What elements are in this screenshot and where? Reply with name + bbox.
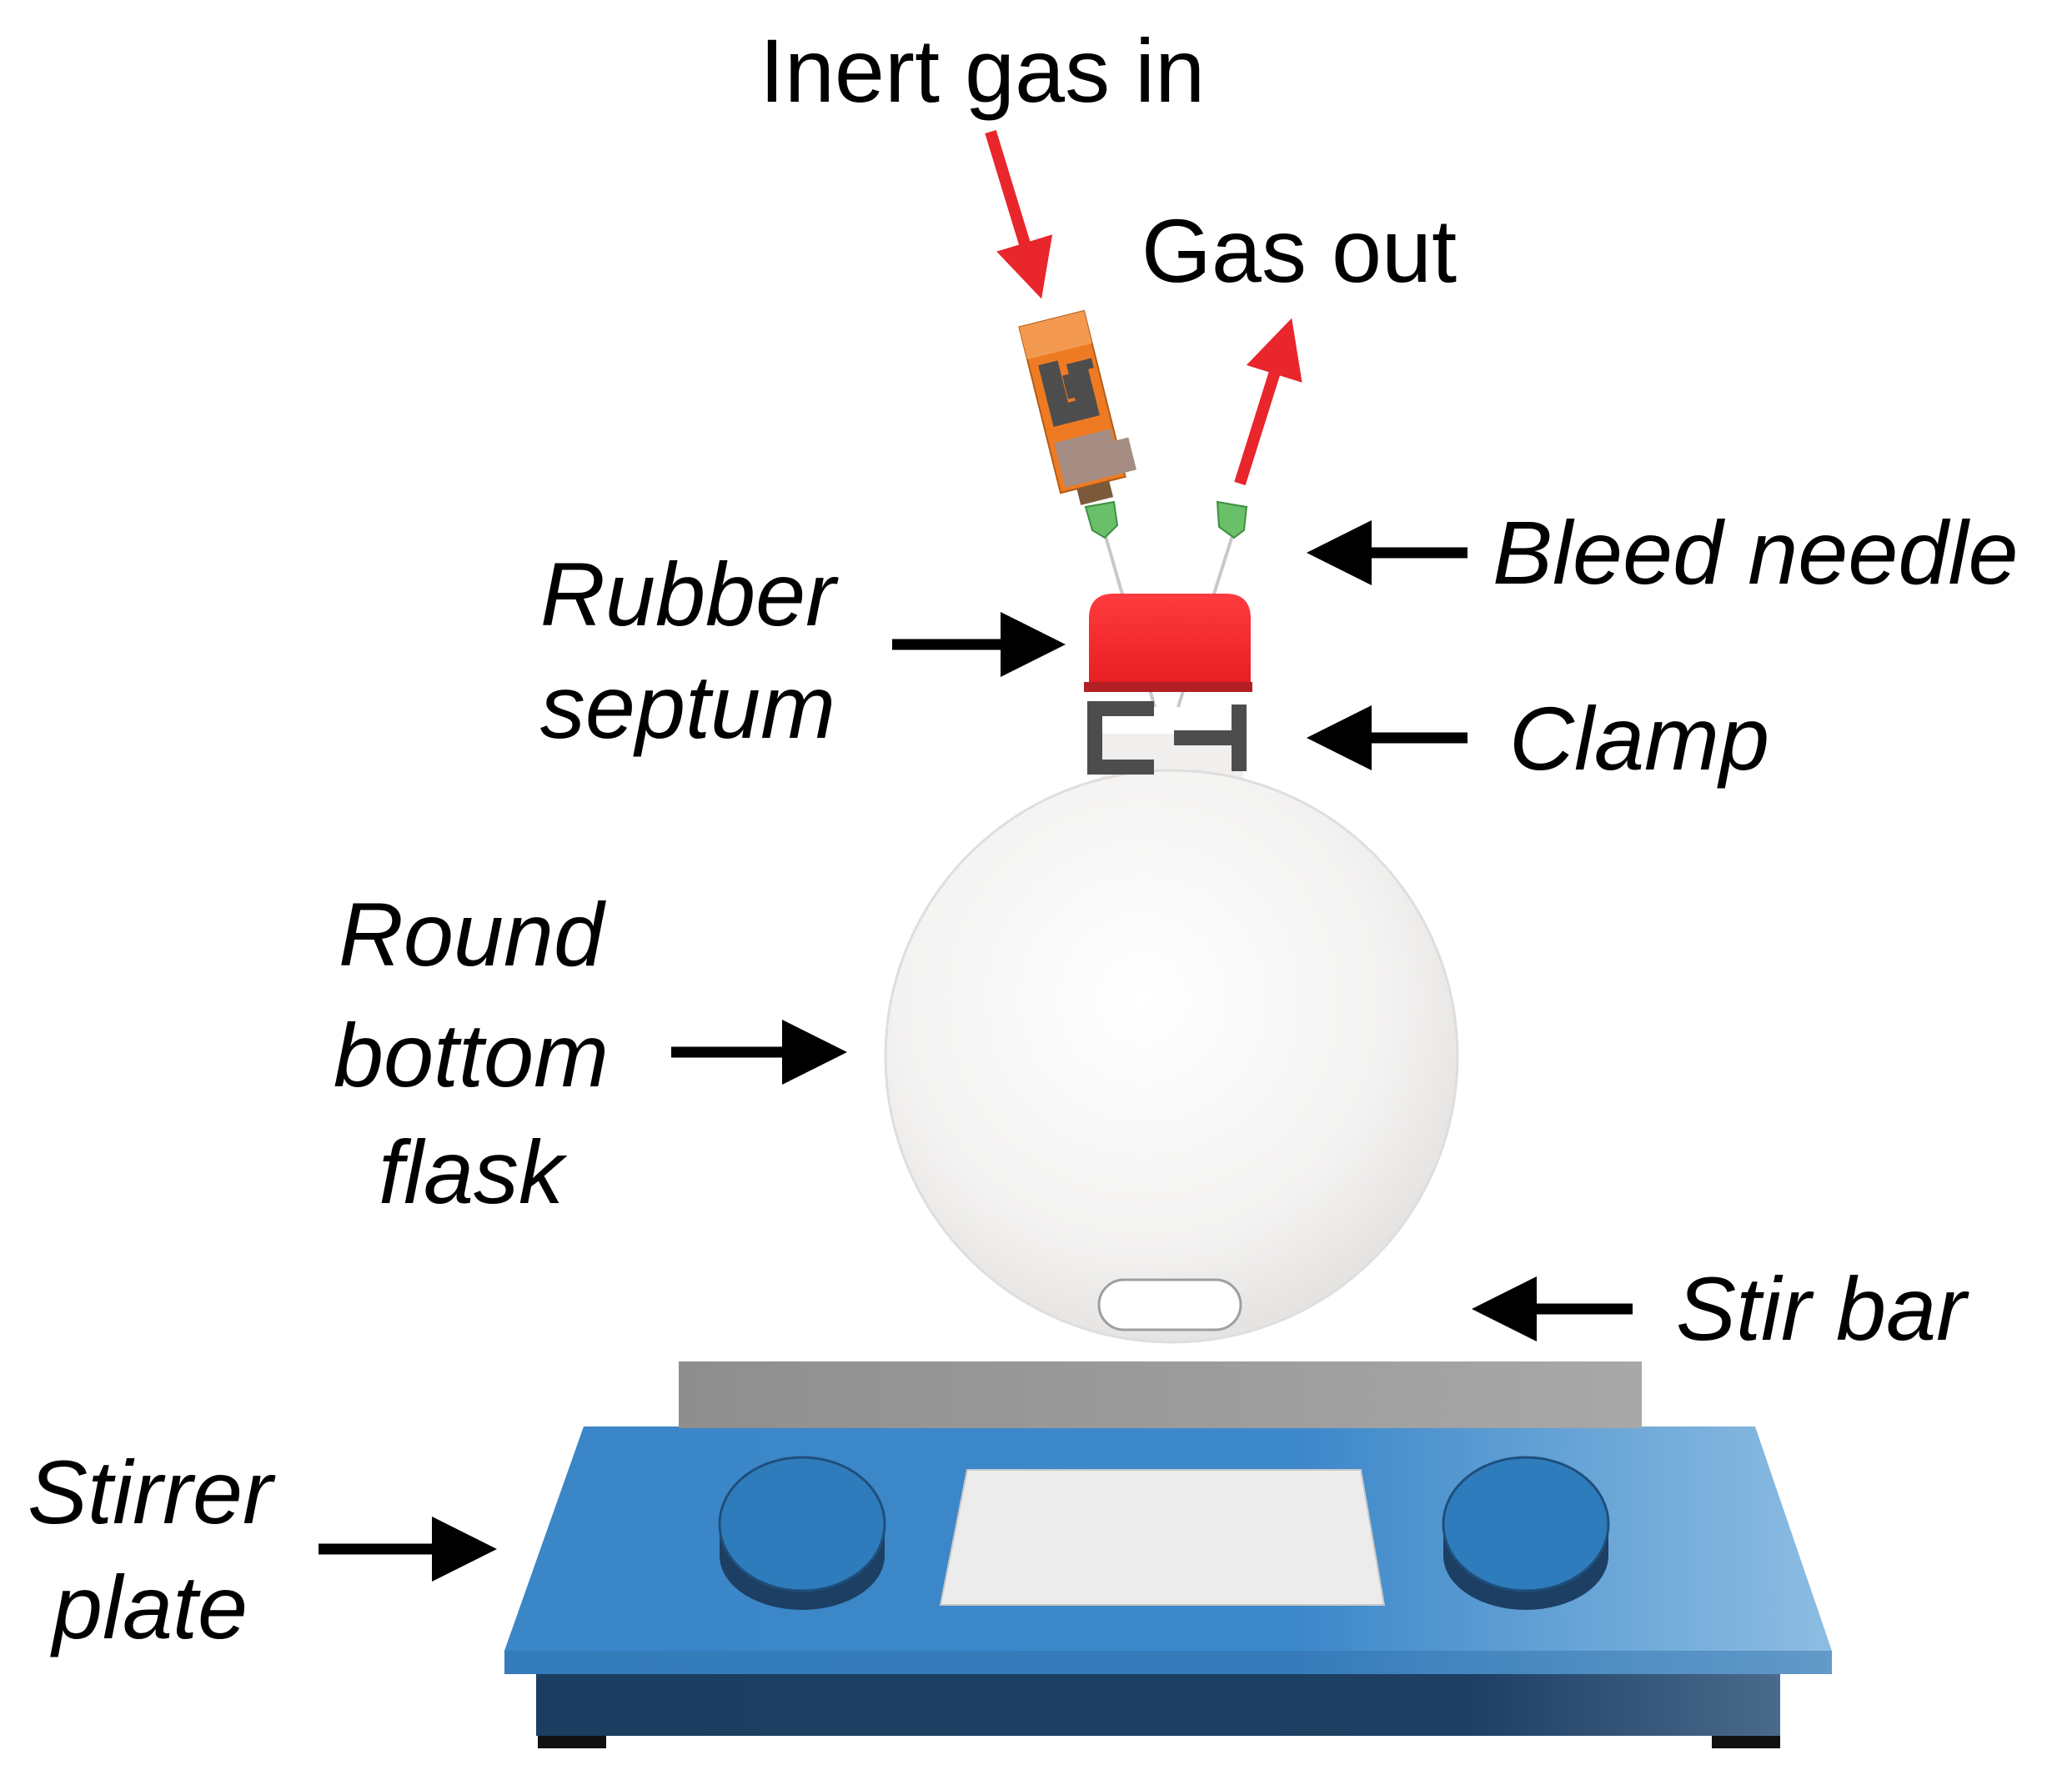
label-inert-gas-in: Inert gas in xyxy=(760,20,1205,121)
syringe-icon xyxy=(1018,309,1136,505)
label-clamp: Clamp xyxy=(1509,688,1769,789)
gas-out-arrow xyxy=(1234,318,1302,486)
hot-plate-surface xyxy=(679,1361,1642,1428)
label-round-bottom-flask-2: bottom xyxy=(334,1005,609,1106)
bleed-needle-hub xyxy=(1216,500,1248,539)
stir-bar-icon xyxy=(1097,1278,1242,1331)
label-round-bottom-flask-3: flask xyxy=(379,1121,568,1222)
plate-display xyxy=(939,1469,1386,1606)
label-stir-bar: Stir bar xyxy=(1676,1258,1969,1359)
plate-base xyxy=(536,1674,1780,1736)
knob-right-icon[interactable] xyxy=(1442,1456,1610,1610)
label-rubber-septum-1: Rubber xyxy=(540,544,839,644)
stirrer-plate xyxy=(504,1427,1832,1748)
label-stirrer-plate-1: Stirrer xyxy=(28,1442,276,1542)
rubber-septum xyxy=(1084,594,1252,692)
clamp-icon xyxy=(1087,701,1247,775)
inlet-needle-hub xyxy=(1084,500,1119,539)
label-rubber-septum-2: septum xyxy=(540,656,835,757)
label-bleed-needle: Bleed needle xyxy=(1493,502,2019,603)
label-stirrer-plate-2: plate xyxy=(50,1557,248,1657)
round-bottom-flask xyxy=(884,734,1459,1344)
knob-left-icon[interactable] xyxy=(718,1456,886,1610)
label-round-bottom-flask-1: Round xyxy=(339,884,606,985)
label-gas-out: Gas out xyxy=(1141,200,1457,301)
gas-in-arrow xyxy=(985,129,1053,299)
